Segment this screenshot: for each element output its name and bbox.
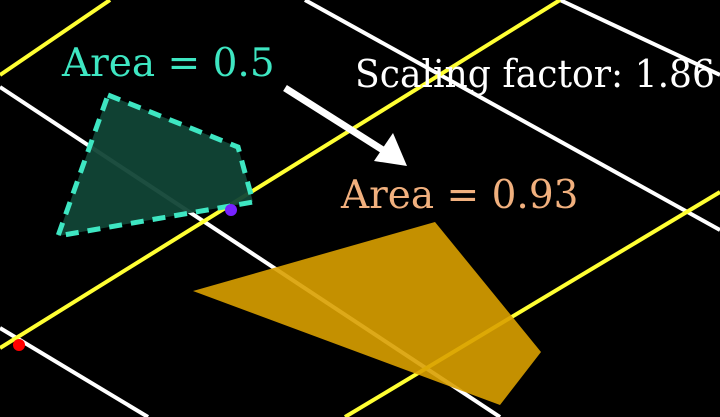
vertex-point <box>225 204 237 216</box>
white-gridline <box>0 326 150 417</box>
yellow-gridline <box>0 0 112 77</box>
white-gridline <box>559 0 720 77</box>
yellow-gridline <box>343 190 720 417</box>
arrow-right-down-icon <box>283 85 407 166</box>
arrow-shaft <box>283 85 388 155</box>
scaling-factor-label: Scaling factor: 1.86 <box>355 52 715 96</box>
transformed-area-label: Area = 0.93 <box>340 173 578 218</box>
arrow-head <box>374 133 407 166</box>
original-shape <box>54 91 257 240</box>
origin-point <box>13 339 25 351</box>
transformed-shape <box>193 222 541 405</box>
yellow-gridline <box>0 0 562 350</box>
white-gridline <box>304 0 720 232</box>
original-area-label: Area = 0.5 <box>61 41 275 86</box>
